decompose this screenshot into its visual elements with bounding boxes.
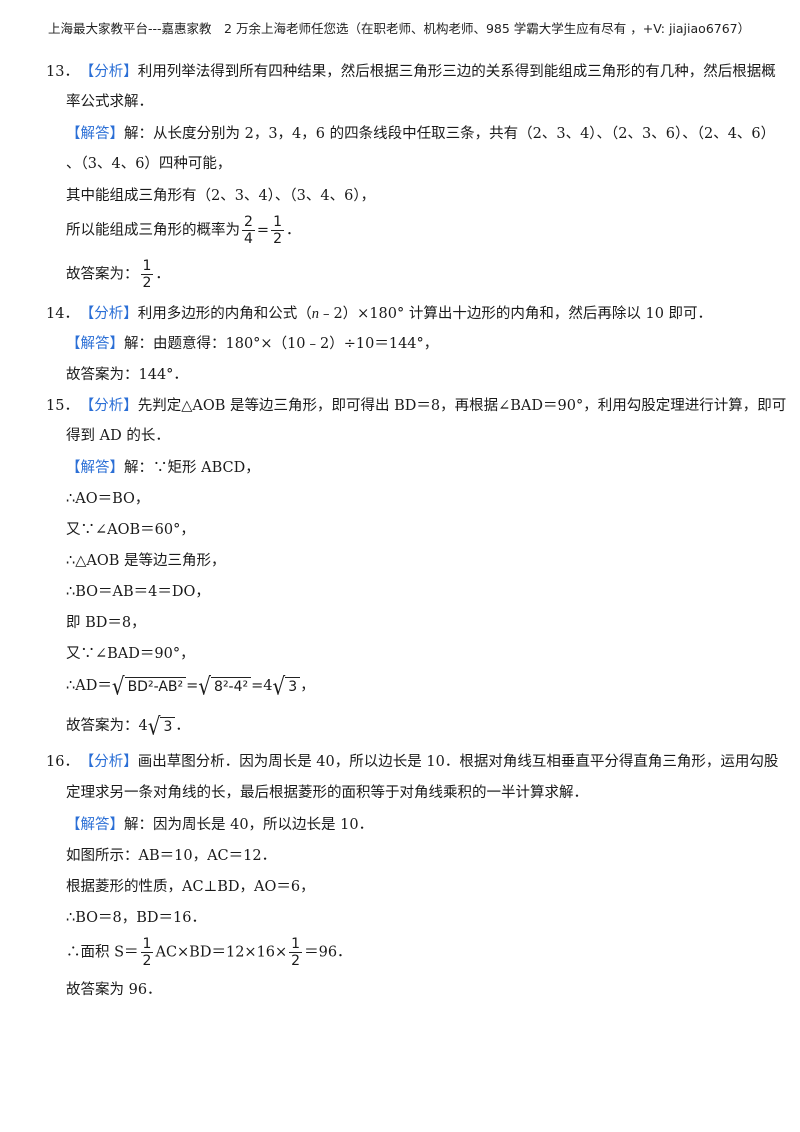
frac-numerator: 1 — [289, 936, 303, 953]
sqrt-expression-2: √8²-4² — [198, 671, 252, 701]
q13-answer-tag: 【解答】 — [66, 126, 124, 142]
frac-denominator: 2 — [273, 231, 282, 247]
q15-answer-text-9: 故答案为： — [66, 718, 139, 734]
q16-answer-text-6: 故答案为 96． — [66, 982, 162, 998]
equals-sign: = — [256, 222, 270, 239]
q13-analysis-tag: 【分析】 — [86, 64, 138, 80]
q14-analysis-line-1: 14． 【分析】利用多边形的内角和公式（n﹣2）×180° 计算出十边形的内角和，… — [46, 304, 712, 324]
q14-answer-text-1: 解：由题意得：180°×（10﹣2）÷10＝144°， — [124, 336, 439, 352]
q15-answer-text-2: ∴AO＝BO， — [66, 491, 150, 507]
q15-answer-text-7: 又∵∠BAD＝90°， — [66, 646, 195, 662]
sqrt-sign-icon: √ — [111, 671, 125, 701]
q14-answer-tag: 【解答】 — [66, 336, 124, 352]
frac-numerator: 1 — [140, 258, 154, 275]
q15-answer-line-8: ∴AD＝√BD²-AB²=√8²-4²=4√3， — [66, 671, 315, 701]
q13-answer-text-3: 其中能组成三角形有（2、3、4）、（3、4、6）， — [66, 188, 376, 204]
q13-analysis-text-1: 利用列举法得到所有四种结果，然后根据三角形三边的关系得到能组成三角形的有几种，然… — [137, 64, 776, 80]
frac-numerator: 1 — [140, 936, 154, 953]
period: ． — [175, 718, 190, 734]
q13-number: 13． — [46, 64, 79, 80]
q14-analysis-text-b: ﹣2）×180° 计算出十边形的内角和，然后再除以 10 即可． — [318, 306, 713, 322]
q16-analysis-line-1: 16． 【分析】画出草图分析．因为周长是 40，所以边长是 10．根据对角线互相垂… — [46, 752, 778, 772]
frac-numerator: 2 — [242, 214, 255, 231]
q16-analysis-text-2: 定理求另一条对角线的长，最后根据菱形的面积等于对角线乘积的一半计算求解． — [66, 785, 588, 801]
sqrt-sign-icon: √ — [198, 671, 212, 701]
comma: ， — [300, 678, 315, 694]
q16-answer-text-4: ∴BO＝8，BD＝16． — [66, 910, 206, 926]
coefficient: 4 — [263, 678, 273, 694]
sqrt-expression-3: √3 — [272, 671, 301, 701]
q16-number: 16． — [46, 754, 79, 770]
radicand: 3 — [160, 716, 176, 736]
frac-denominator: 4 — [244, 231, 253, 247]
q15-answer-text-6: 即 BD＝8， — [66, 615, 146, 631]
period: ． — [155, 266, 170, 283]
q13-analysis-line-1: 13． 【分析】利用列举法得到所有四种结果，然后根据三角形三边的关系得到能组成三角… — [46, 62, 776, 82]
q13-answer-text-4: 所以能组成三角形的概率为 — [66, 222, 240, 239]
q16-analysis-tag: 【分析】 — [86, 754, 138, 770]
sqrt-sign-icon: √ — [147, 711, 161, 741]
q15-answer-text-5: ∴BO＝AB＝4＝DO， — [66, 584, 210, 600]
q13-answer-text-5: 故答案为： — [66, 266, 139, 283]
q16-answer-text-5-mid: AC×BD＝12×16× — [155, 944, 288, 961]
q14-answer-text-2: 故答案为：144°． — [66, 367, 188, 383]
radicand: BD²-AB² — [124, 676, 187, 696]
q15-answer-text-8: ∴AD＝ — [66, 678, 112, 694]
coefficient: 4 — [138, 718, 148, 734]
q15-answer-line-1: 【解答】解：∵矩形 ABCD， — [66, 458, 260, 478]
q14-analysis-text-a: 利用多边形的内角和公式（ — [137, 306, 312, 322]
q15-answer-line-9: 故答案为：4√3． — [66, 711, 190, 741]
frac-numerator: 1 — [271, 214, 284, 231]
q16-analysis-text-1: 画出草图分析．因为周长是 40，所以边长是 10．根据对角线互相垂直平分得直角三… — [137, 754, 779, 770]
q16-answer-tag: 【解答】 — [66, 817, 124, 833]
q14-answer-line-1: 【解答】解：由题意得：180°×（10﹣2）÷10＝144°， — [66, 334, 438, 354]
q15-answer-text-1: 解：∵矩形 ABCD， — [124, 460, 260, 476]
q16-answer-text-5: ∴面积 S＝ — [66, 944, 139, 961]
q15-analysis-tag: 【分析】 — [86, 398, 138, 414]
q15-answer-text-3: 又∵∠AOB＝60°， — [66, 522, 195, 538]
sqrt-expression-1: √BD²-AB² — [111, 671, 187, 701]
q14-number: 14． — [46, 306, 79, 322]
q16-answer-text-2: 如图所示：AB＝10，AC＝12． — [66, 848, 277, 864]
period: ． — [286, 222, 301, 239]
q13-answer-text-1: 解：从长度分别为 2，3，4，6 的四条线段中任取三条，共有（2、3、4）、（2… — [124, 126, 776, 142]
q15-analysis-text-1: 先判定△AOB 是等边三角形，即可得出 BD＝8，再根据∠BAD＝90°，利用勾… — [137, 398, 787, 414]
equals-sign: = — [186, 678, 199, 694]
page-header: 上海最大家教平台---嘉惠家教 2 万余上海老师任您选（在职老师、机构老师、98… — [48, 21, 751, 36]
q16-answer-text-5-post: ＝96． — [304, 944, 352, 961]
q15-answer-tag: 【解答】 — [66, 460, 124, 476]
frac-denominator: 2 — [142, 275, 152, 291]
q15-analysis-text-2: 得到 AD 的长． — [66, 428, 170, 444]
q16-answer-text-1: 解：因为周长是 40，所以边长是 10． — [124, 817, 374, 833]
frac-denominator: 2 — [291, 953, 301, 969]
q16-answer-line-1: 【解答】解：因为周长是 40，所以边长是 10． — [66, 815, 373, 835]
q15-number: 15． — [46, 398, 79, 414]
q15-analysis-line-1: 15． 【分析】先判定△AOB 是等边三角形，即可得出 BD＝8，再根据∠BAD＝… — [46, 396, 786, 416]
radicand: 3 — [285, 676, 301, 696]
q13-answer-text-2: 、（3、4、6）四种可能， — [66, 156, 232, 172]
sqrt-sign-icon: √ — [272, 671, 286, 701]
q13-analysis-text-2: 率公式求解． — [66, 94, 153, 110]
sqrt-expression-4: √3 — [147, 711, 176, 741]
q14-analysis-tag: 【分析】 — [86, 306, 138, 322]
frac-denominator: 2 — [142, 953, 152, 969]
q13-answer-line-1: 【解答】解：从长度分别为 2，3，4，6 的四条线段中任取三条，共有（2、3、4… — [66, 124, 775, 144]
q15-answer-text-4: ∴△AOB 是等边三角形， — [66, 553, 226, 569]
radicand: 8²-4² — [211, 676, 252, 696]
q16-answer-text-3: 根据菱形的性质，AC⊥BD，AO＝6， — [66, 879, 315, 895]
equals-sign: = — [251, 678, 264, 694]
variable-n: n — [311, 306, 319, 322]
